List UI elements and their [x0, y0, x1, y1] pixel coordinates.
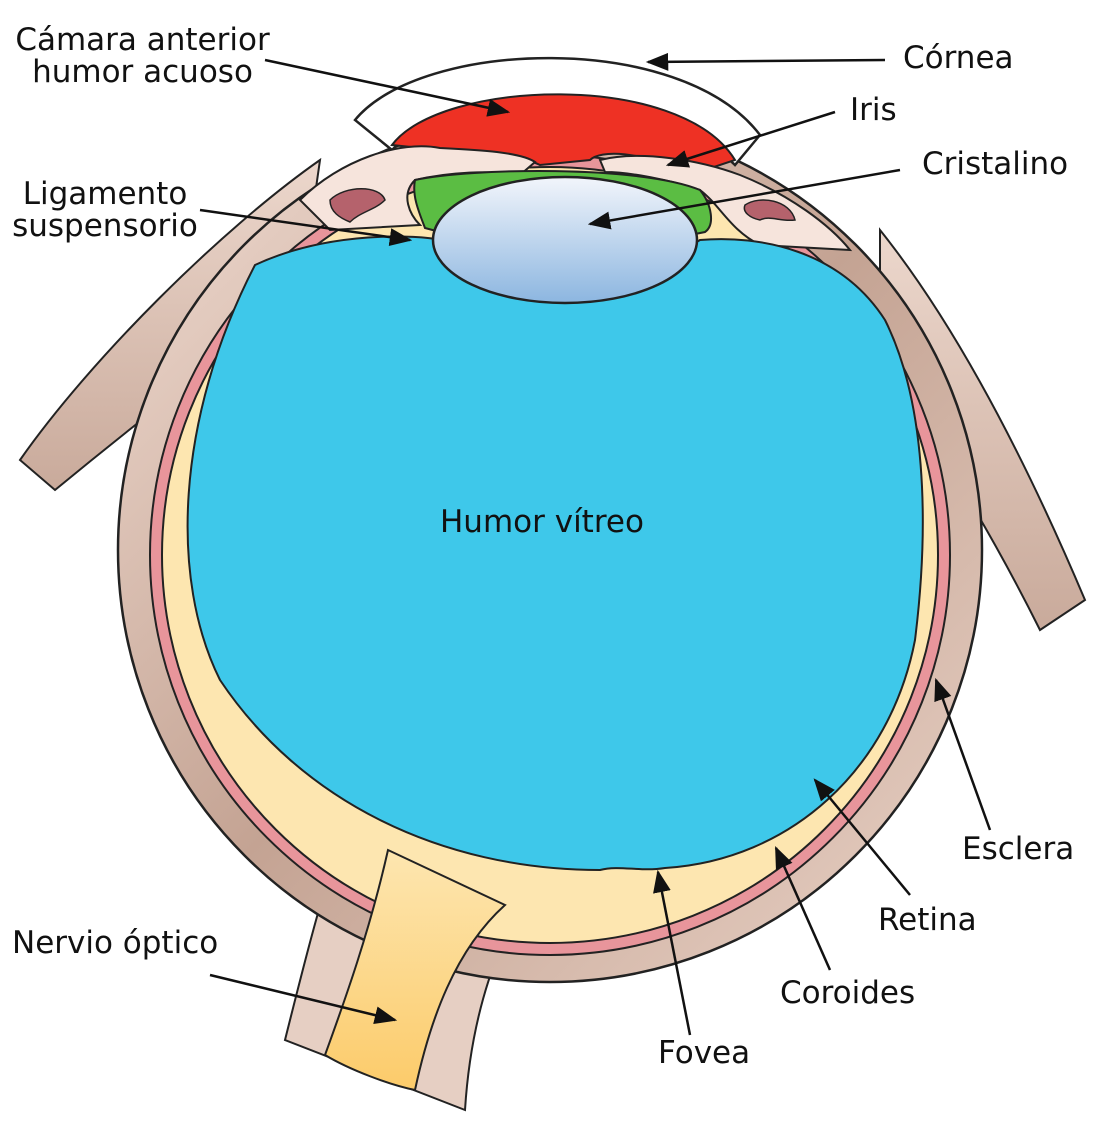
- annotation-arrows: [199, 52, 992, 1036]
- arrow-esclera: [934, 677, 992, 831]
- label-iris: Iris: [850, 92, 897, 128]
- arrow-nervio-optico: [209, 973, 398, 1024]
- label-cornea: Córnea: [903, 40, 1014, 76]
- label-humor-vitreo: Humor vítreo: [440, 504, 644, 540]
- arrow-fovea: [653, 869, 692, 1036]
- label-esclera: Esclera: [962, 831, 1075, 867]
- arrow-cristalino: [587, 168, 901, 230]
- arrow-ligamento: [199, 208, 413, 247]
- arrow-coroides: [774, 845, 832, 971]
- ciliary-muscle-right: [743, 199, 796, 222]
- ciliary-muscle-left: [329, 188, 386, 223]
- label-fovea: Fovea: [658, 1035, 751, 1071]
- label-coroides: Coroides: [780, 975, 916, 1011]
- optic-nerve: [323, 848, 507, 1092]
- arrow-retina: [813, 778, 911, 896]
- arrow-iris: [665, 110, 836, 168]
- lens: [431, 175, 699, 305]
- arrow-cornea: [645, 52, 886, 71]
- label-cristalino: Cristalino: [922, 146, 1069, 182]
- arrow-camara-anterior: [264, 58, 511, 117]
- label-ligamento-suspensorio: Ligamento suspensorio: [12, 176, 198, 244]
- label-camara-anterior: Cámara anterior humor acuoso: [15, 22, 270, 90]
- label-nervio-optico: Nervio óptico: [12, 925, 219, 961]
- label-retina: Retina: [878, 902, 977, 938]
